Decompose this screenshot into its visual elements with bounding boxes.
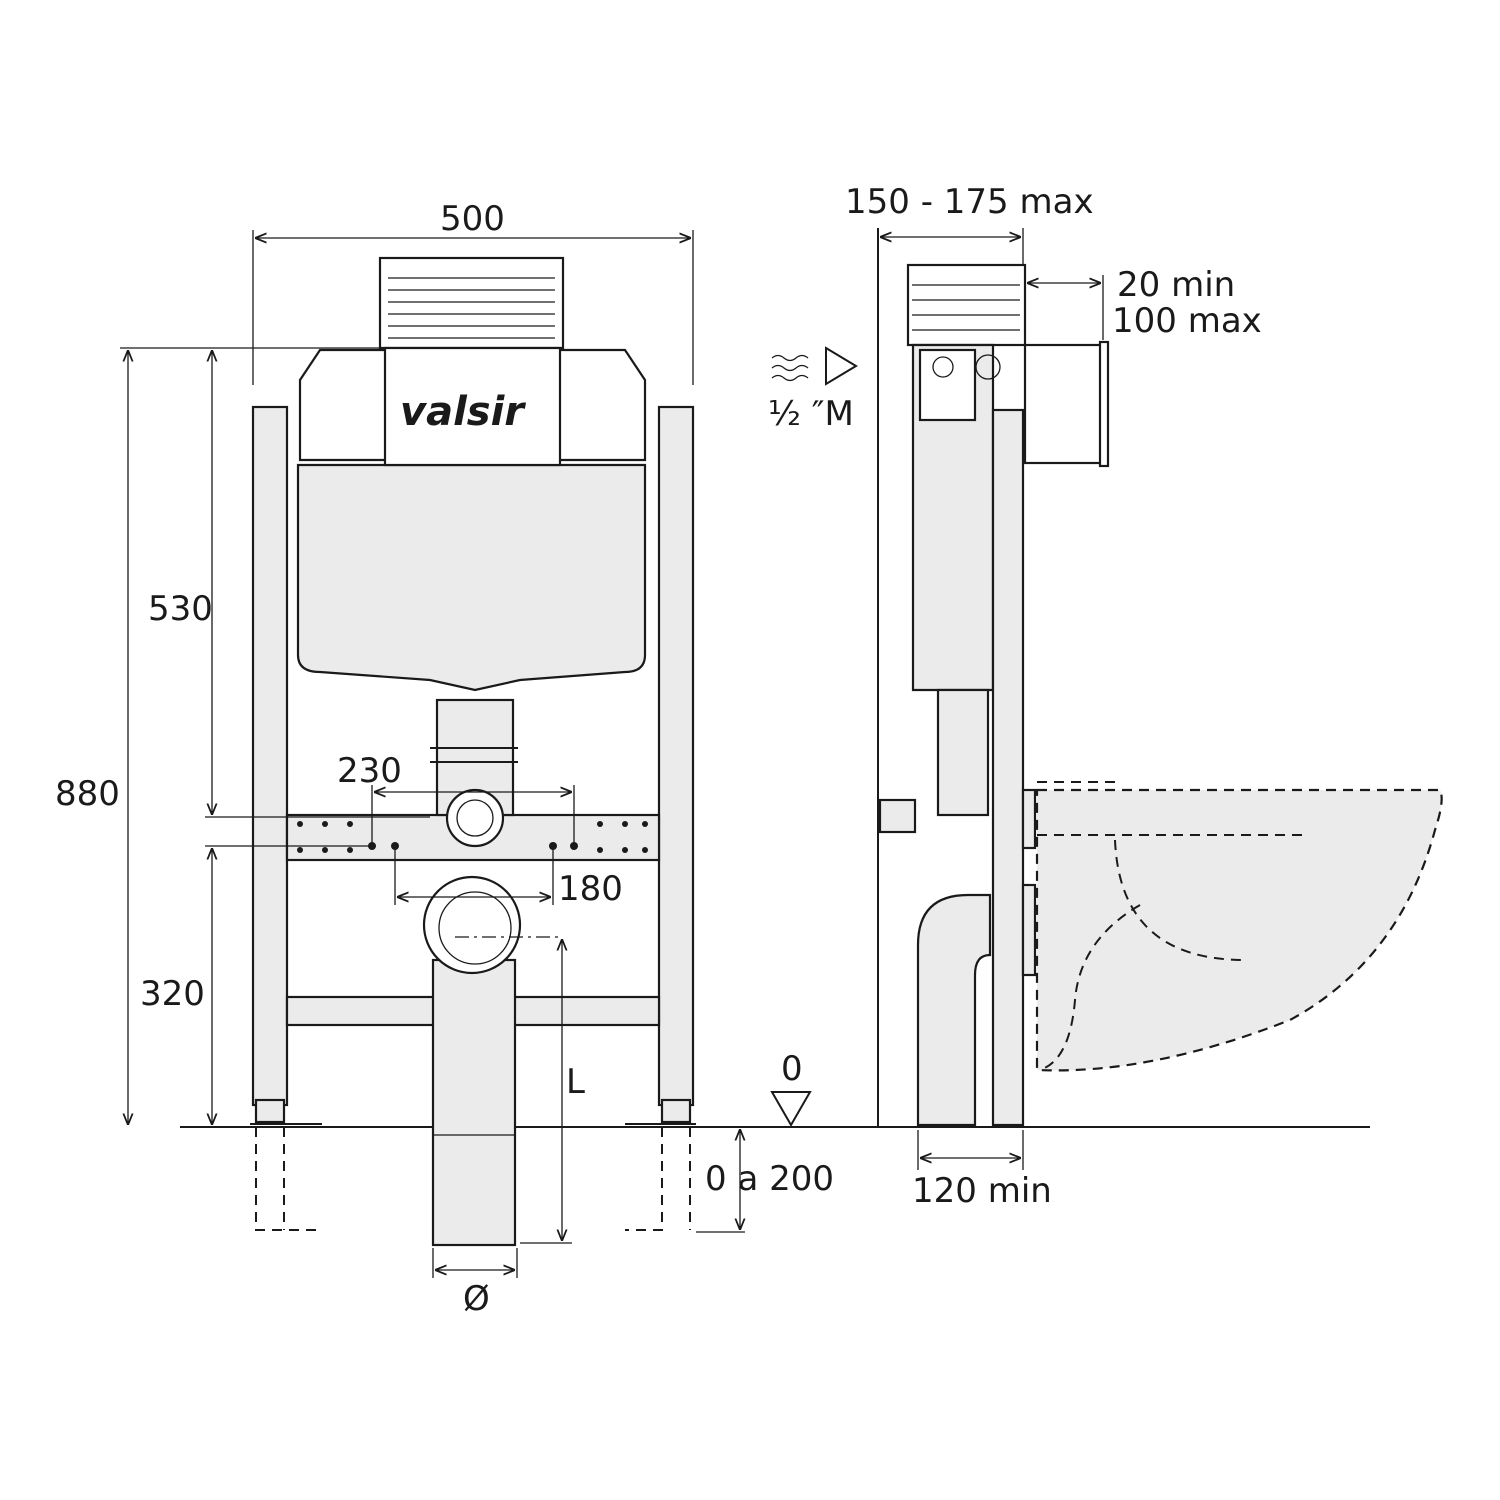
fixing-230-label: 230 bbox=[337, 751, 402, 791]
min-depth-label: 120 min bbox=[912, 1171, 1052, 1211]
front-dimensions: 500 530 880 320 230 180 L Ø 0 a 200 0 bbox=[55, 199, 834, 1319]
cistern-height-label: 530 bbox=[148, 589, 213, 629]
plate-min-label: 20 min bbox=[1117, 265, 1235, 305]
total-height-label: 880 bbox=[55, 774, 120, 814]
fixing-180-label: 180 bbox=[558, 869, 623, 909]
width-label: 500 bbox=[440, 199, 505, 239]
floor-level-label: 0 bbox=[781, 1049, 803, 1089]
depth-label: 150 - 175 max bbox=[845, 182, 1094, 222]
valsir-logo: valsir bbox=[400, 389, 526, 435]
lower-height-label: 320 bbox=[140, 974, 205, 1014]
water-inlet-label: ½ ″M bbox=[768, 394, 854, 434]
side-view: 150 - 175 max 20 min 100 max ½ ″M 120 mi… bbox=[768, 182, 1443, 1211]
foot-extension-label: 0 a 200 bbox=[705, 1159, 834, 1199]
pipe-diameter-label: Ø bbox=[463, 1279, 490, 1319]
pipe-length-label: L bbox=[566, 1062, 585, 1102]
water-inlet-icon bbox=[771, 346, 858, 386]
plate-max-label: 100 max bbox=[1112, 301, 1262, 341]
front-view-cistern: valsir bbox=[296, 256, 647, 1247]
